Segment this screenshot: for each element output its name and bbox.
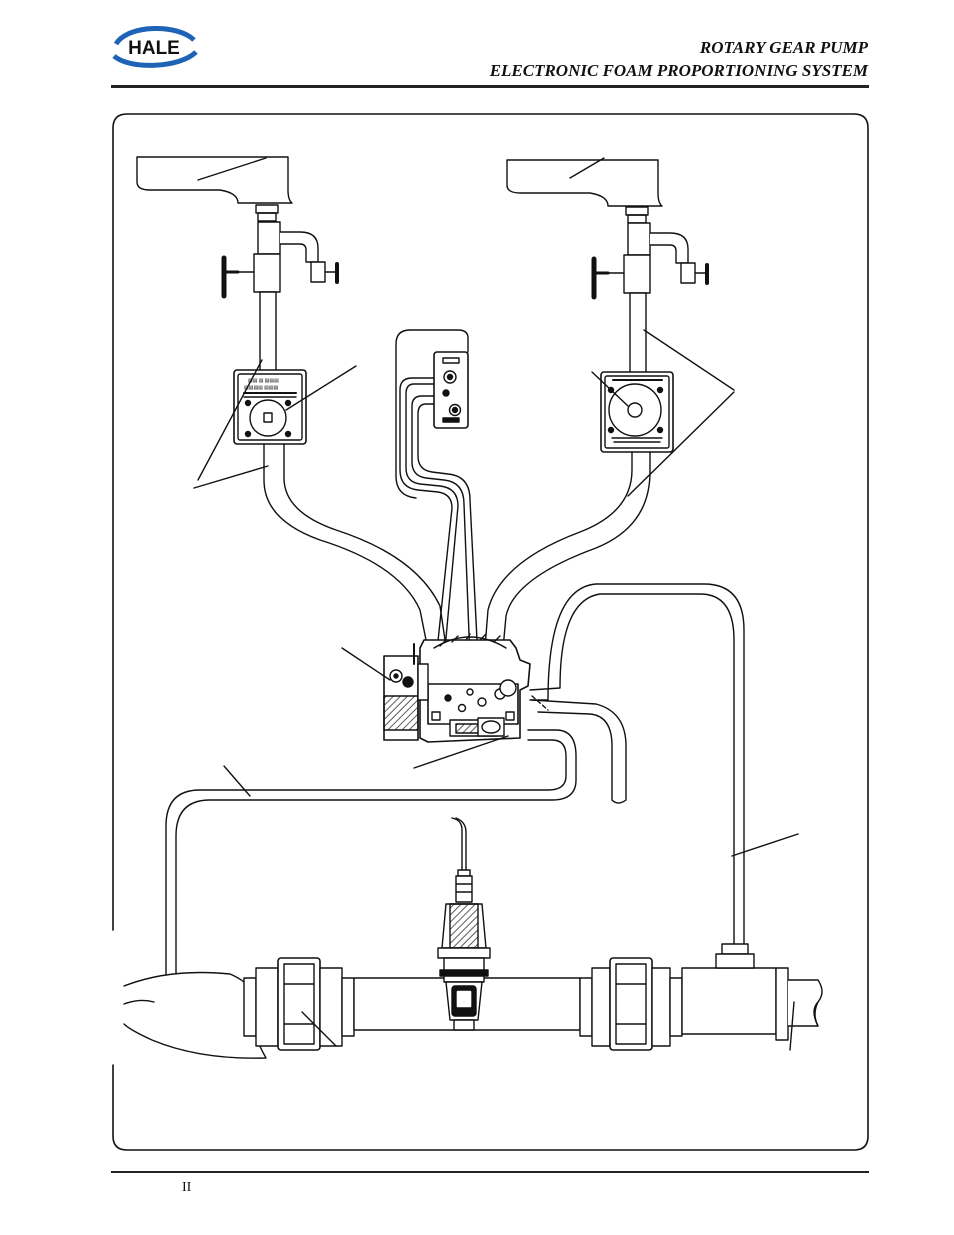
- logo-text: HALE: [128, 38, 180, 59]
- diagram-frame: [112, 113, 869, 1151]
- left-foam-tank: [136, 156, 293, 204]
- foam-injection-hose: [175, 729, 577, 975]
- control-cables: [395, 329, 479, 661]
- right-foam-hose: [483, 451, 633, 661]
- leader-line: [223, 765, 251, 797]
- leader-line: [591, 371, 629, 407]
- return-tee: [681, 943, 823, 1051]
- header-title-line-1: ROTARY GEAR PUMP: [699, 38, 868, 57]
- left-coupling: [243, 957, 355, 1051]
- flowmeter-sensor: [437, 817, 491, 1031]
- document-header: ROTARY GEAR PUMP ELECTRONIC FOAM PROPORT…: [490, 36, 868, 82]
- leader-line: [341, 647, 391, 681]
- leader-line: [285, 365, 357, 411]
- header-rule: [111, 85, 869, 88]
- drain-line: [531, 699, 627, 804]
- leader-line: [301, 1011, 337, 1047]
- header-title-line-2: ELECTRONIC FOAM PROPORTIONING SYSTEM: [489, 61, 868, 80]
- leader-line: [197, 157, 267, 181]
- svg-text:▤▤ ▤ ▤▤▤: ▤▤ ▤ ▤▤▤: [248, 378, 279, 384]
- foam-return-line: [529, 593, 735, 945]
- leader-line: [731, 833, 799, 857]
- control-panel: [433, 351, 469, 429]
- left-foam-strainer: ▤▤ ▤ ▤▤▤ ▤▤▤▤ ▤▤▤: [233, 365, 357, 445]
- left-foam-hose: [263, 443, 431, 661]
- leader-line: [193, 465, 269, 489]
- leader-line: [627, 391, 735, 497]
- foam-pump-assembly: [341, 633, 531, 769]
- right-coupling: [579, 957, 683, 1051]
- leader-line: [197, 359, 263, 481]
- leader-line: [569, 157, 605, 179]
- logo-upper-swoosh: [113, 26, 196, 46]
- right-foam-strainer: [591, 371, 674, 453]
- svg-text:▤▤▤▤ ▤▤▤: ▤▤▤▤ ▤▤▤: [244, 385, 279, 391]
- logo-lower-swoosh: [112, 50, 198, 68]
- leader-line: [413, 735, 509, 769]
- footer-rule: [111, 1171, 869, 1173]
- page-number: II: [182, 1180, 192, 1195]
- right-foam-tank: [506, 157, 663, 207]
- leader-line: [643, 329, 735, 391]
- leader-line: [789, 1001, 795, 1051]
- right-tank-valve: [591, 206, 709, 374]
- left-tank-valve: [221, 204, 339, 373]
- hale-logo: HALE: [112, 26, 198, 68]
